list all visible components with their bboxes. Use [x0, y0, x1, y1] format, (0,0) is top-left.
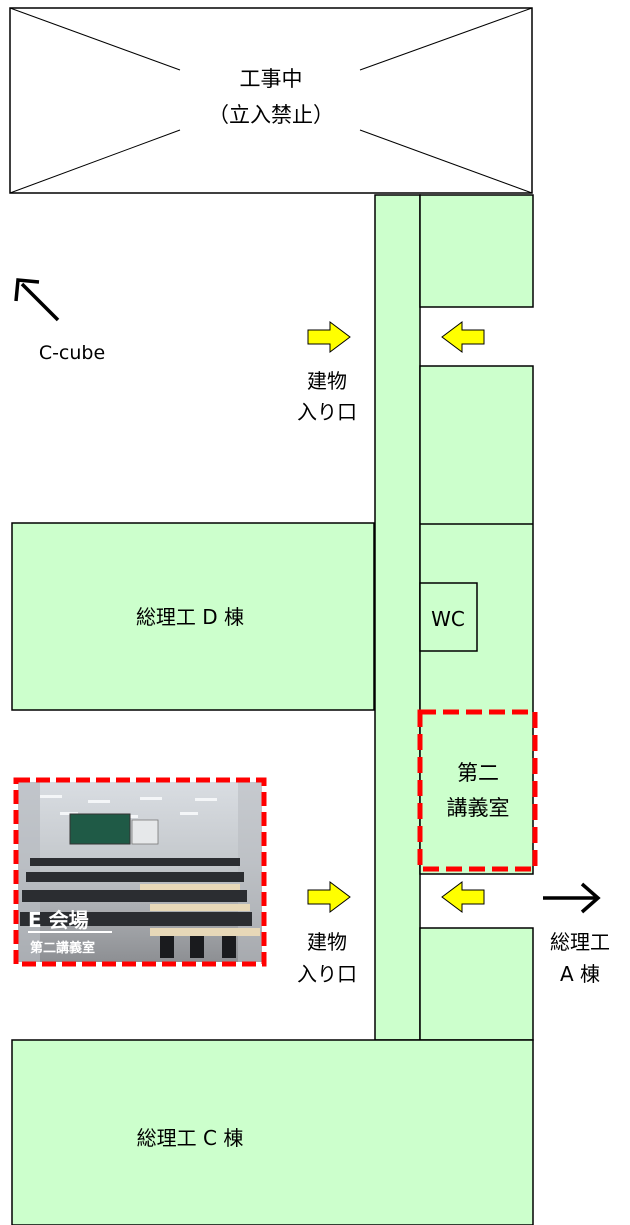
building-a-line2: A 棟	[560, 962, 600, 986]
entrance-lower: 建物 入り口	[297, 881, 485, 986]
entrance-upper-line1: 建物	[307, 369, 347, 393]
room-label-line1: 第二	[457, 761, 499, 785]
building-a-direction: 総理工 A 棟	[543, 882, 610, 986]
arrow-right-icon	[543, 882, 601, 914]
corridor	[374, 194, 421, 1041]
entrance-lower-line1: 建物	[307, 930, 347, 954]
entrance-arrow-icon	[307, 881, 351, 913]
building-c-label: 総理工 C 棟	[137, 1126, 244, 1150]
entrance-arrow-icon	[441, 321, 485, 353]
c-cube-direction: C-cube	[14, 278, 105, 364]
entrance-arrow-icon	[441, 881, 485, 913]
room-label-line2: 講義室	[447, 796, 510, 820]
construction-label-line1: 工事中	[240, 67, 303, 91]
wc-label: WC	[431, 607, 465, 631]
venue-photo: E 会場 第二講義室	[13, 777, 267, 967]
photo-title: E 会場	[28, 908, 89, 932]
construction-label-line2: （立入禁止）	[208, 103, 334, 127]
building-c: 総理工 C 棟	[11, 1039, 534, 1225]
arrow-up-left-icon	[14, 278, 60, 322]
wc-room: WC	[419, 582, 478, 652]
building-d-label: 総理工 D 棟	[136, 605, 244, 629]
construction-zone: 工事中 （立入禁止）	[9, 7, 533, 194]
entrance-upper-line2: 入り口	[297, 400, 357, 424]
building-block-lower	[419, 927, 534, 1041]
lecture-room-highlight: 第二 講義室	[417, 709, 538, 872]
building-d: 総理工 D 棟	[11, 522, 375, 711]
building-block-upper	[419, 194, 534, 308]
c-cube-label: C-cube	[39, 342, 105, 364]
entrance-arrow-icon	[307, 321, 351, 353]
building-a-line1: 総理工	[550, 930, 610, 954]
photo-subtitle: 第二講義室	[30, 940, 95, 956]
entrance-lower-line2: 入り口	[297, 962, 357, 986]
entrance-upper: 建物 入り口	[297, 321, 485, 424]
